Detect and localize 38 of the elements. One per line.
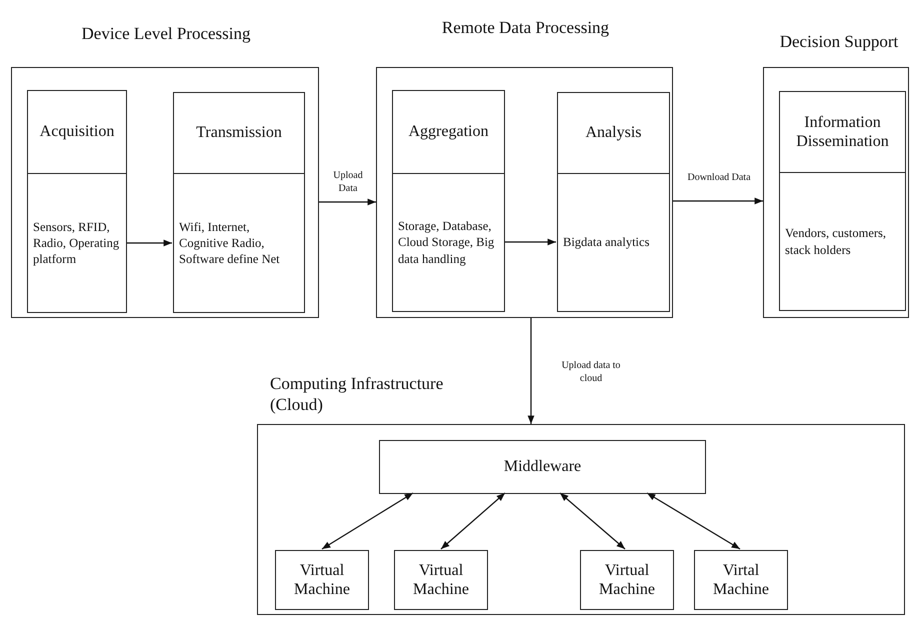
box-label: Virtual Machine	[598, 560, 656, 600]
box-heading: Transmission	[174, 93, 304, 174]
box-label: Middleware	[502, 457, 582, 478]
process-box	[557, 92, 670, 312]
arrow	[440, 492, 506, 550]
process-box	[379, 440, 706, 494]
arrow	[322, 492, 414, 550]
process-box	[392, 90, 505, 312]
section-heading: Device Level Processing	[80, 22, 252, 44]
section-heading: Decision Support	[778, 30, 900, 52]
arrow	[528, 318, 534, 424]
process-box	[275, 550, 369, 610]
box-text: Sensors, RFID, Radio, Operating platform	[32, 218, 120, 268]
box-label: Virtual Machine	[293, 560, 351, 600]
arrow	[560, 492, 626, 550]
box-label: Virtal Machine	[712, 560, 770, 600]
arrow	[646, 492, 740, 550]
box-text: Vendors, customers, stack holders	[784, 225, 888, 258]
arrow	[673, 198, 763, 204]
box-text: Storage, Database, Cloud Storage, Big data handling	[397, 218, 496, 268]
process-box	[173, 92, 305, 313]
box-heading: Aggregation	[393, 91, 504, 174]
process-box	[694, 550, 788, 610]
box-text: Wifi, Internet, Cognitive Radio, Software define Net	[178, 218, 281, 268]
process-box	[779, 91, 906, 311]
box-heading: Analysis	[558, 93, 669, 174]
section-heading: Computing Infrastructure (Cloud)	[270, 372, 444, 415]
process-box	[580, 550, 674, 610]
process-box	[27, 90, 127, 313]
arrow	[319, 198, 376, 206]
arrow	[126, 240, 172, 246]
box-heading: Acquisition	[28, 91, 126, 174]
arrow	[504, 238, 556, 246]
box-heading: Information Dissemination	[780, 92, 905, 173]
section-heading: Remote Data Processing	[440, 16, 610, 38]
box-label: Virtual Machine	[412, 560, 470, 600]
box-text: Bigdata analytics	[562, 234, 650, 252]
process-box	[394, 550, 488, 610]
